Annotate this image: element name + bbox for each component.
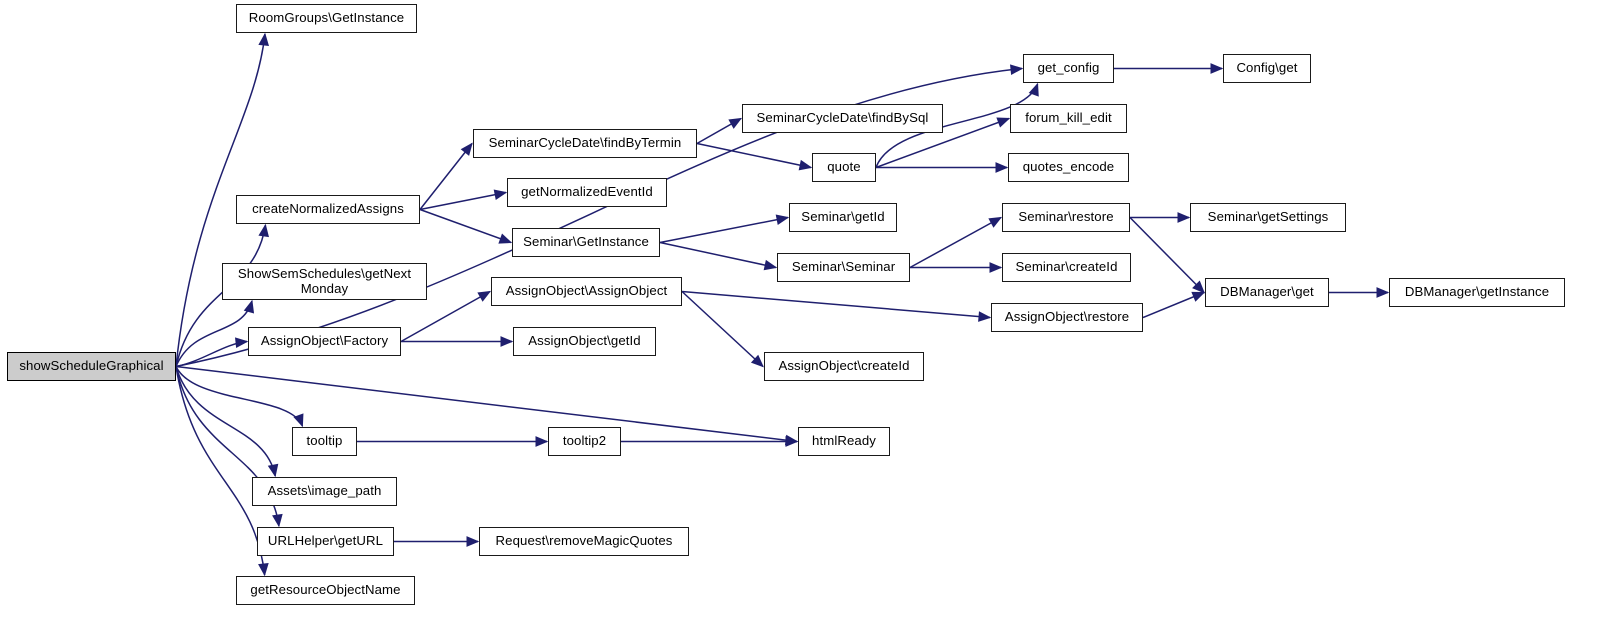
- graph-edge-SeminarGetInstance-to-SeminargetId: [659, 214, 790, 244]
- graph-node-Assetsimage_path[interactable]: Assets\image_path: [252, 477, 397, 506]
- graph-node-AssignObjectrestore[interactable]: AssignObject\restore: [991, 303, 1143, 332]
- graph-edge-tooltip-to-tooltip2: [357, 436, 549, 447]
- graph-edge-SeminarSeminar-to-SeminarcreateId: [910, 262, 1003, 273]
- graph-edge-AssignObjectAssignObject-to-AssignObjectrestore: [681, 290, 992, 322]
- graph-node-AssignObjectgetId[interactable]: AssignObject\getId: [513, 327, 656, 356]
- graph-node-Configget[interactable]: Config\get: [1223, 54, 1311, 83]
- graph-node-DBManagerget[interactable]: DBManager\get: [1205, 278, 1329, 307]
- graph-edge-AssignObjectAssignObject-to-AssignObjectcreateId: [681, 290, 764, 368]
- graph-edge-SeminarCycleDatefindByTermin-to-SeminarCycleDatefindBySql: [696, 117, 743, 145]
- graph-node-SeminarCycleDatefindBySql[interactable]: SeminarCycleDate\findBySql: [742, 104, 943, 133]
- graph-edge-showScheduleGraphical-to-htmlReady: [175, 365, 799, 446]
- graph-node-getNormalizedEventId[interactable]: getNormalizedEventId: [507, 178, 667, 207]
- graph-node-forum_kill_edit[interactable]: forum_kill_edit: [1010, 104, 1127, 133]
- graph-edge-createNormalizedAssigns-to-getNormalizedEventId: [419, 189, 508, 211]
- graph-node-tooltip2[interactable]: tooltip2: [548, 427, 621, 456]
- graph-edge-get_config-to-Configget: [1114, 63, 1224, 74]
- graph-edge-tooltip2-to-htmlReady: [621, 436, 799, 447]
- graph-node-URLHelpergetURL[interactable]: URLHelper\getURL: [257, 527, 394, 556]
- graph-edge-showScheduleGraphical-to-getResourceObjectName: [175, 366, 269, 577]
- graph-edge-AssignObjectFactory-to-AssignObjectgetId: [401, 336, 514, 347]
- graph-node-quote[interactable]: quote: [812, 153, 876, 182]
- graph-edge-SeminarGetInstance-to-SeminarSeminar: [659, 241, 778, 271]
- graph-edge-createNormalizedAssigns-to-SeminarCycleDatefindByTermin: [419, 142, 473, 210]
- graph-node-AssignObjectcreateId[interactable]: AssignObject\createId: [764, 352, 924, 381]
- graph-node-SeminargetSettings[interactable]: Seminar\getSettings: [1190, 203, 1346, 232]
- graph-node-SeminarGetInstance[interactable]: Seminar\GetInstance: [512, 228, 660, 257]
- graph-edge-showScheduleGraphical-to-AssignObjectFactory: [175, 337, 249, 368]
- graph-edge-showScheduleGraphical-to-tooltip: [175, 366, 304, 428]
- graph-node-ShowSemSchedulesgetNextMonday[interactable]: ShowSemSchedules\getNext Monday: [222, 263, 427, 300]
- graph-node-DBManagergetInstance[interactable]: DBManager\getInstance: [1389, 278, 1565, 307]
- graph-edge-createNormalizedAssigns-to-SeminarGetInstance: [419, 208, 513, 244]
- graph-node-tooltip[interactable]: tooltip: [292, 427, 357, 456]
- graph-node-createNormalizedAssigns[interactable]: createNormalizedAssigns: [236, 195, 420, 224]
- graph-node-Seminarrestore[interactable]: Seminar\restore: [1002, 203, 1130, 232]
- graph-node-get_config[interactable]: get_config: [1023, 54, 1114, 83]
- graph-node-SeminargetId[interactable]: Seminar\getId: [789, 203, 897, 232]
- graph-node-AssignObjectFactory[interactable]: AssignObject\Factory: [248, 327, 401, 356]
- graph-edge-quote-to-quotes_encode: [876, 162, 1009, 173]
- graph-node-SeminarSeminar[interactable]: Seminar\Seminar: [777, 253, 910, 282]
- graph-edge-showScheduleGraphical-to-Assetsimage_path: [175, 366, 279, 478]
- graph-edge-DBManagerget-to-DBManagergetInstance: [1329, 287, 1390, 298]
- graph-edge-SeminarCycleDatefindByTermin-to-quote: [696, 142, 813, 171]
- graph-node-SeminarcreateId[interactable]: Seminar\createId: [1002, 253, 1131, 282]
- graph-node-getResourceObjectName[interactable]: getResourceObjectName: [236, 576, 415, 605]
- graph-node-showScheduleGraphical[interactable]: showScheduleGraphical: [7, 352, 176, 381]
- graph-node-htmlReady[interactable]: htmlReady: [798, 427, 890, 456]
- graph-node-RoomGroupsGetInstance[interactable]: RoomGroups\GetInstance: [236, 4, 417, 33]
- graph-edge-Seminarrestore-to-SeminargetSettings: [1130, 212, 1191, 223]
- graph-node-RequestremoveMagicQuotes[interactable]: Request\removeMagicQuotes: [479, 527, 689, 556]
- graph-node-SeminarCycleDatefindByTermin[interactable]: SeminarCycleDate\findByTermin: [473, 129, 697, 158]
- graph-edge-AssignObjectrestore-to-DBManagerget: [1142, 291, 1206, 319]
- graph-edge-URLHelpergetURL-to-RequestremoveMagicQuotes: [394, 536, 480, 547]
- graph-node-AssignObjectAssignObject[interactable]: AssignObject\AssignObject: [491, 277, 682, 306]
- graph-edge-SeminarSeminar-to-Seminarrestore: [909, 216, 1003, 269]
- graph-edge-showScheduleGraphical-to-ShowSemSchedulesgetNextMonday: [175, 299, 255, 367]
- graph-node-quotes_encode[interactable]: quotes_encode: [1008, 153, 1129, 182]
